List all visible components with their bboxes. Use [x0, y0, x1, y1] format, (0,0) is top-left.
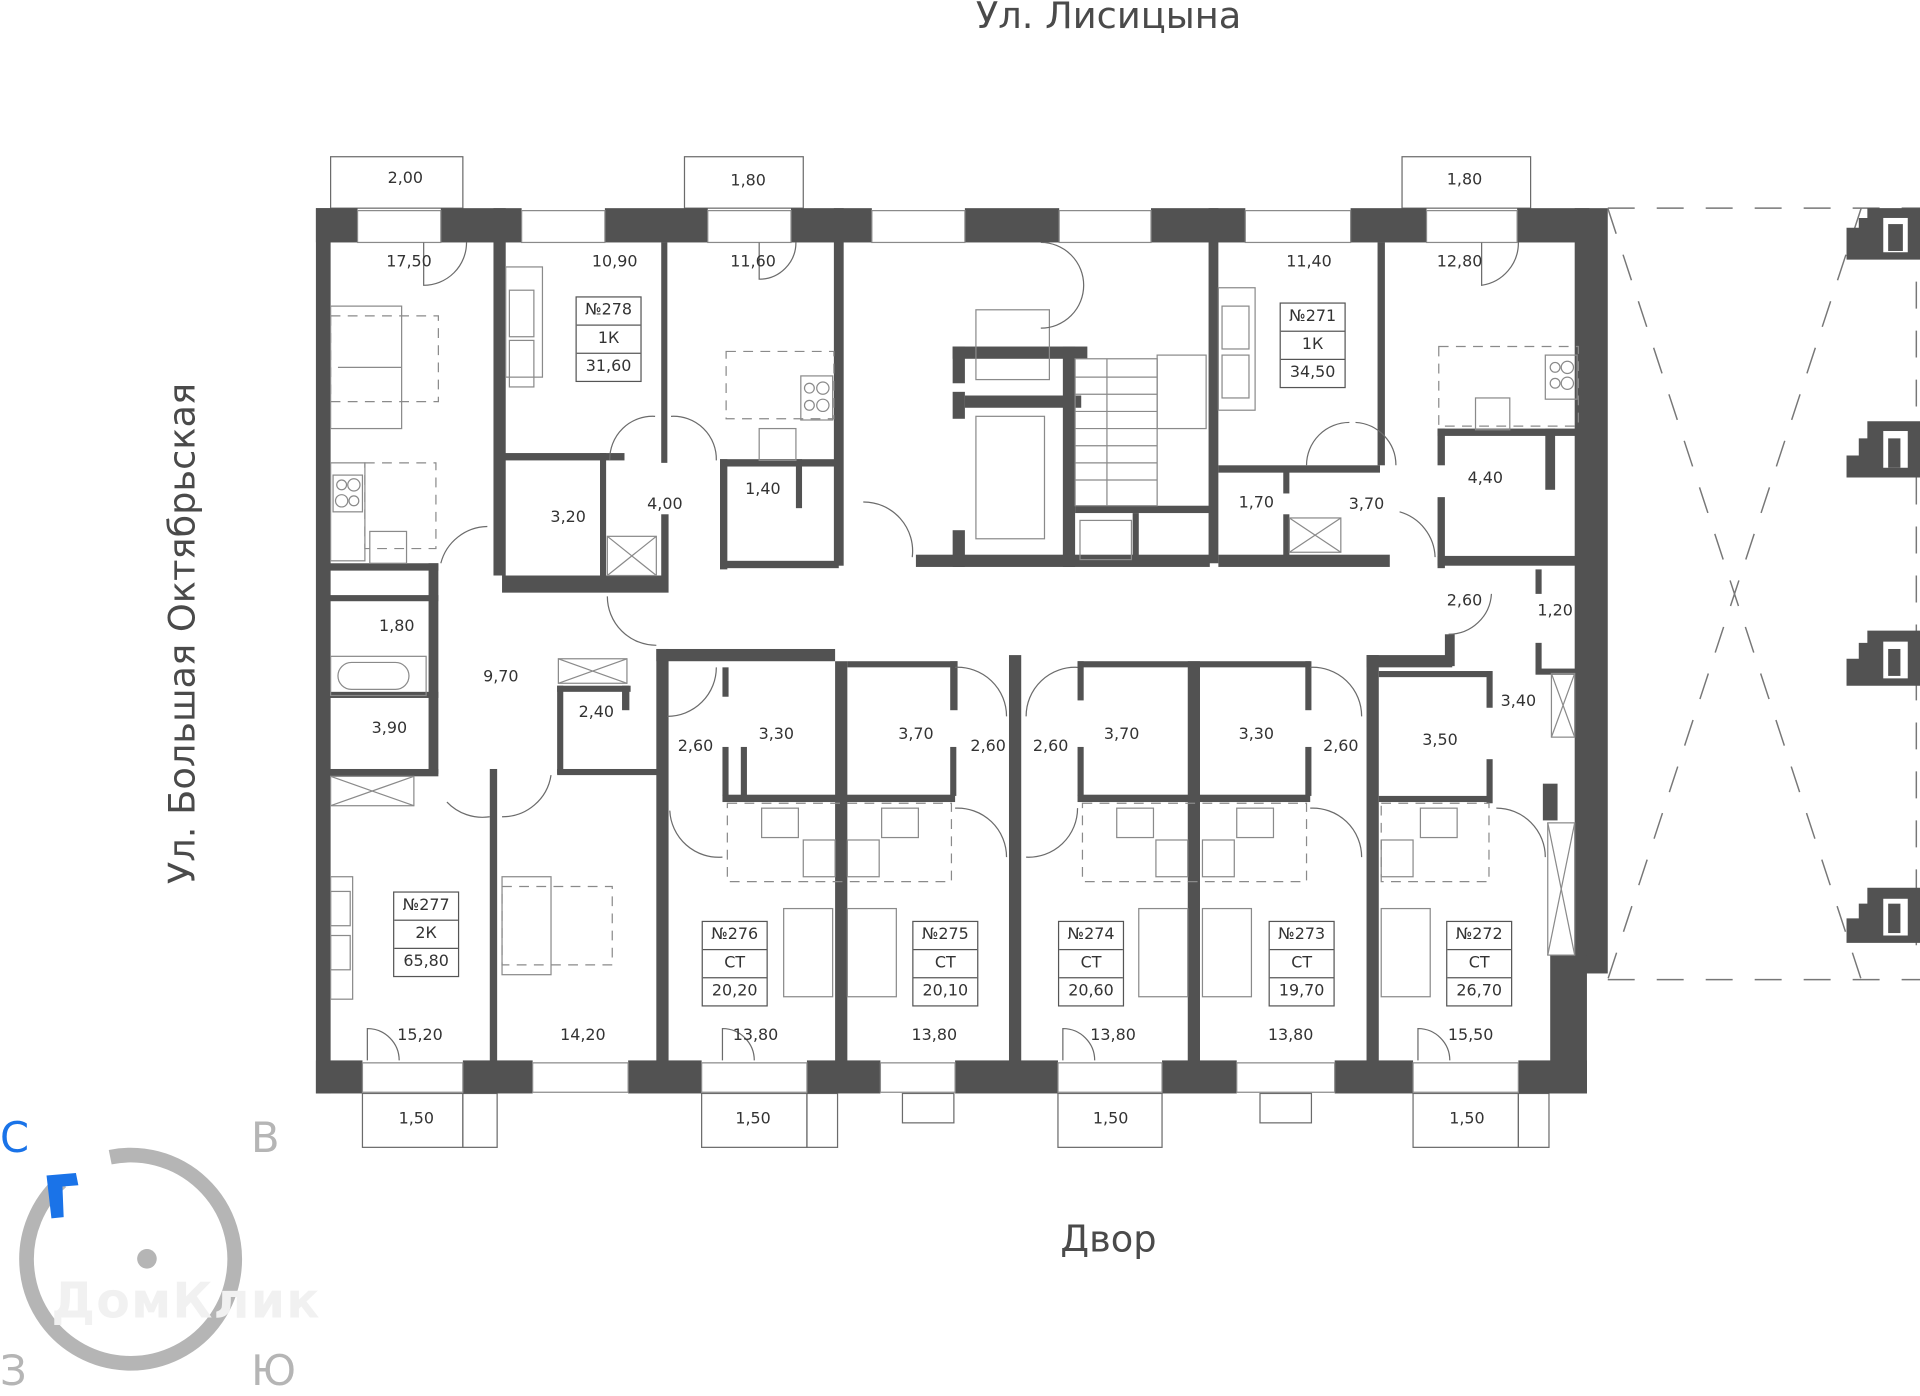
- room-area-label: 1,70: [1238, 494, 1275, 513]
- apartment-area: 31,60: [585, 357, 632, 376]
- room-area-label: 13,80: [732, 1026, 779, 1046]
- apartment-tag-275[interactable]: №275 СТ 20,10: [912, 920, 979, 1007]
- room-area-label: 17,50: [386, 252, 432, 272]
- apartment-area: 20,60: [1068, 982, 1114, 1001]
- apartment-tag-277[interactable]: №277 2К 65,80: [393, 891, 460, 978]
- room-area-label: 11,60: [730, 252, 776, 272]
- balcony-area-label: 1,50: [735, 1110, 771, 1129]
- apartment-tag-274[interactable]: №274 СТ 20,60: [1057, 920, 1125, 1007]
- apartment-type: СТ: [1059, 950, 1123, 979]
- balcony-area-label: 2,00: [387, 169, 424, 188]
- room-area-label: 4,00: [647, 495, 683, 514]
- apartment-area: 34,50: [1289, 363, 1336, 383]
- apartment-number: №271: [1280, 304, 1345, 332]
- room-area-label: 1,20: [1537, 601, 1573, 621]
- apartment-tag-271[interactable]: №271 1К 34,50: [1279, 302, 1346, 389]
- room-area-label: 3,90: [371, 719, 408, 738]
- balcony-area-label: 1,80: [730, 172, 766, 191]
- apartment-area: 26,70: [1456, 982, 1502, 1001]
- apartment-tag-276[interactable]: №276 СТ 20,20: [701, 920, 768, 1007]
- room-area-label: 4,40: [1467, 469, 1504, 488]
- interior-walls: [325, 208, 1583, 1063]
- apartment-type: СТ: [913, 950, 978, 979]
- door-swings: [366, 241, 1546, 1061]
- balcony-area-label: 1,80: [1446, 170, 1483, 190]
- room-area-label: 13,80: [1090, 1026, 1136, 1046]
- compass-west-label: З: [0, 1346, 27, 1396]
- parking-area: [1607, 207, 1920, 981]
- north-marker-icon: [46, 1173, 79, 1219]
- balcony-area-label: 1,50: [1092, 1110, 1129, 1129]
- furniture: [330, 266, 1579, 1000]
- apartment-type: 1К: [576, 326, 641, 354]
- room-area-label: 2,60: [1446, 592, 1483, 611]
- room-area-label: 3,30: [1238, 725, 1275, 744]
- room-area-label: 15,50: [1447, 1026, 1494, 1046]
- apartment-number: №276: [702, 922, 767, 951]
- room-area-label: 3,20: [550, 508, 586, 528]
- compass-south-label: Ю: [251, 1346, 296, 1396]
- apartment-number: №278: [576, 298, 641, 326]
- apartment-tag-278[interactable]: №278 1К 31,60: [575, 296, 642, 383]
- room-area-label: 13,80: [1267, 1026, 1314, 1046]
- compass-north-label: С: [0, 1114, 30, 1164]
- balconies: [330, 156, 1550, 1148]
- compass-ring: [19, 1147, 243, 1371]
- apartment-number: №274: [1059, 922, 1123, 951]
- apartment-number: №275: [913, 922, 978, 951]
- room-area-label: 1,40: [745, 480, 781, 499]
- apartment-number: №273: [1269, 922, 1334, 951]
- room-area-label: 3,50: [1422, 731, 1458, 751]
- apartment-tag-272[interactable]: №272 СТ 26,70: [1446, 920, 1513, 1007]
- compass-east-label: В: [251, 1114, 280, 1164]
- apartment-number: №272: [1447, 922, 1512, 951]
- room-area-label: 2,60: [677, 737, 714, 757]
- room-area-label: 9,70: [483, 667, 519, 687]
- balcony-area-label: 1,50: [398, 1110, 435, 1129]
- staircase: [975, 309, 1207, 561]
- apartment-type: 2К: [394, 921, 458, 949]
- apartment-type: СТ: [1447, 950, 1512, 979]
- room-area-label: 12,80: [1436, 252, 1483, 272]
- compass-center-dot: [137, 1248, 157, 1269]
- room-area-label: 2,60: [1032, 737, 1069, 757]
- apartment-area: 20,10: [922, 982, 969, 1001]
- courtyard-label: Двор: [1060, 1218, 1157, 1262]
- outer-walls: [315, 208, 1608, 1094]
- room-area-label: 1,80: [379, 617, 415, 637]
- watermark-logo: ДомКлик: [51, 1273, 321, 1330]
- room-area-label: 3,70: [898, 725, 934, 744]
- room-area-label: 11,40: [1286, 252, 1332, 272]
- room-area-label: 10,90: [591, 252, 638, 272]
- room-area-label: 3,40: [1500, 692, 1537, 711]
- apartment-type: СТ: [1269, 950, 1334, 979]
- apartment-type: 1К: [1280, 332, 1345, 361]
- apartment-area: 19,70: [1278, 982, 1325, 1001]
- apartment-area: 20,20: [711, 982, 758, 1001]
- apartment-type: СТ: [702, 950, 767, 979]
- room-area-label: 3,30: [758, 725, 795, 744]
- room-area-label: 3,70: [1103, 725, 1140, 744]
- balcony-area-label: 1,50: [1449, 1110, 1485, 1129]
- street-label-top: Ул. Лисицына: [975, 0, 1242, 38]
- room-area-label: 3,70: [1348, 495, 1385, 514]
- apartment-number: №277: [394, 893, 458, 921]
- room-area-label: 14,20: [560, 1026, 606, 1046]
- room-area-label: 2,60: [970, 737, 1006, 757]
- room-area-label: 2,60: [1323, 737, 1359, 757]
- room-area-label: 15,20: [397, 1026, 443, 1046]
- street-label-left: Ул. Большая Октябрьская: [161, 382, 205, 885]
- apartment-tag-273[interactable]: №273 СТ 19,70: [1268, 920, 1335, 1007]
- compass: [19, 1147, 243, 1371]
- room-area-label: 13,80: [911, 1026, 958, 1046]
- apartment-area: 65,80: [403, 952, 449, 972]
- room-area-label: 2,40: [578, 703, 615, 722]
- stair-units: [1846, 208, 1920, 943]
